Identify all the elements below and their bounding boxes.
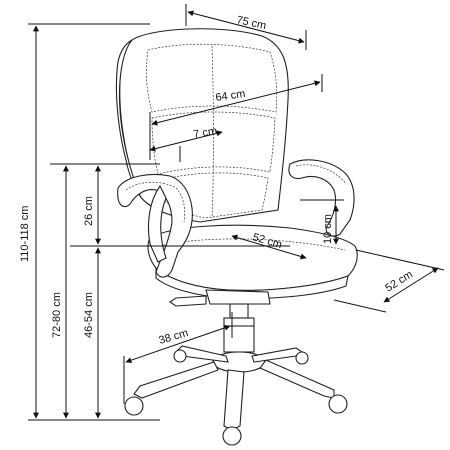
dim-base-radius [125,324,231,364]
ext-width-right [355,249,445,271]
label-seat-width: 52 cm [383,268,415,294]
chair-base-leg-back-right [251,347,303,363]
dim-headrest-gap [149,130,223,152]
label-armrest-height: 72-80 cm [51,292,63,338]
label-base-radius: 38 cm [158,327,190,347]
chair-tilt-lever [169,295,207,307]
chair-backrest [119,28,289,223]
chair-gas-cylinder-sleeve [229,303,249,319]
chair-caster [173,349,187,363]
dim-top-width [187,10,305,44]
chair-caster [222,426,242,446]
chair-gas-cylinder [223,317,255,353]
chair-base-leg-front [223,369,245,431]
chair-caster [328,394,348,414]
chair-armrest-support [147,184,167,263]
label-total-height: 110-118 cm [19,206,31,262]
chair-armrest-right-pad [295,164,347,185]
dimension-labels: 75 cm 64 cm 7 cm 52 cm 10 cm 52 cm 110-1… [19,14,415,347]
label-top-width: 75 cm [235,14,267,32]
chair-base-leg-right [259,359,335,399]
label-seat-thickness: 10 cm [322,214,334,244]
label-back-width: 64 cm [215,88,246,104]
label-seat-height: 46-54 cm [83,292,95,338]
dim-back-width [151,80,321,126]
chair-caster [124,396,144,416]
dimension-lines [28,4,445,421]
chair-armrest-left-pad [125,181,186,223]
chair-caster [295,351,309,365]
chair-mechanism [205,289,271,305]
chair-base-leg-left [133,361,219,399]
chair-star-base [133,345,335,431]
chair-armrest-left [117,173,193,278]
dim-seat-width [383,267,439,303]
chair-seat-seam [159,238,346,251]
dim-seat-depth [231,234,307,260]
ext-width-left [333,299,387,313]
label-armrest-to-seat: 26 cm [83,196,95,226]
label-headrest-gap: 7 cm [192,125,218,141]
chair-seat-underside [155,266,349,300]
chair-illustration [115,28,358,446]
